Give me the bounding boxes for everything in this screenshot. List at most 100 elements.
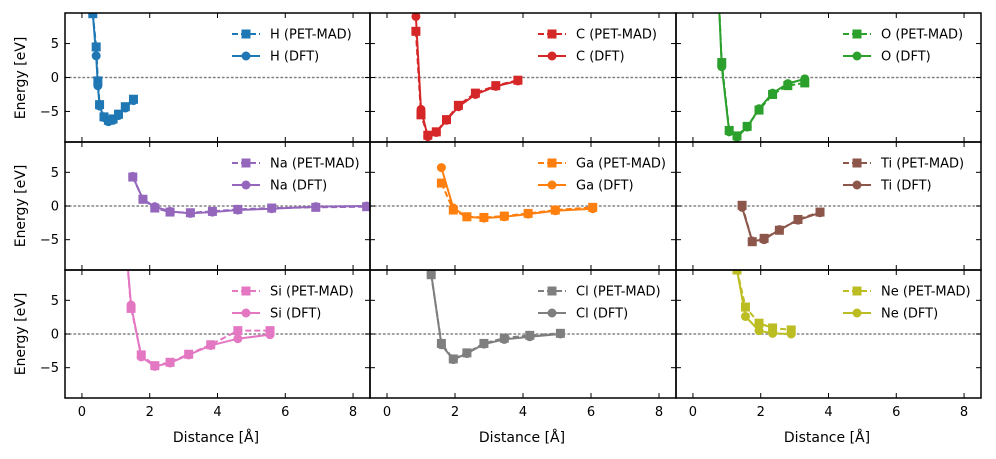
dft-series-si	[126, 270, 275, 371]
legend-ti: Ti (PET-MAD) Ti (DFT)	[843, 157, 964, 194]
legend-na: Na (PET-MAD) Na (DFT)	[232, 157, 360, 194]
legend-cl: Cl (PET-MAD) Cl (DFT)	[538, 285, 661, 322]
data-point-circle	[768, 88, 778, 98]
x-tick-label: 0	[689, 405, 697, 420]
dft-series-c	[411, 13, 523, 142]
pet-mad-series-cl	[426, 270, 565, 364]
legend-label: Ga (DFT)	[576, 179, 634, 194]
data-point-circle	[786, 329, 796, 339]
data-point-circle	[411, 13, 421, 21]
series-line	[440, 167, 593, 220]
data-point-circle	[362, 201, 370, 211]
series-line	[131, 175, 367, 215]
data-point-circle	[774, 225, 784, 235]
legend-label: Ti (DFT)	[880, 179, 932, 194]
data-point-circle	[150, 202, 160, 212]
data-point-circle	[732, 132, 742, 142]
dft-series-ga	[436, 163, 598, 223]
x-tick-label: 4	[213, 405, 221, 420]
y-tick-label: −5	[40, 105, 59, 120]
y-tick-label: 0	[51, 328, 59, 343]
data-point-square	[436, 178, 446, 188]
plot-area-ti	[737, 200, 825, 247]
plot-area-ne	[732, 270, 796, 339]
plot-area-na	[128, 171, 370, 218]
legend-label: H (DFT)	[270, 50, 319, 65]
series-line	[127, 270, 271, 368]
legend-h: H (PET-MAD) H (DFT)	[232, 28, 352, 65]
x-axis-labels: Distance [Å] Distance [Å] Distance [Å]	[173, 429, 870, 446]
data-point-circle	[732, 270, 742, 275]
x-tick-label: 4	[824, 405, 832, 420]
y-tick-label: −5	[40, 361, 59, 376]
legend-marker-circle	[547, 51, 557, 61]
x-tick-label: 6	[892, 405, 900, 420]
series-line	[741, 205, 821, 243]
legend-marker-circle	[852, 180, 862, 190]
y-tick-label: 5	[51, 166, 59, 181]
subplot-c: C (PET-MAD)C (DFT)	[369, 13, 677, 142]
y-tick-label: 5	[51, 37, 59, 52]
data-point-circle	[93, 81, 103, 91]
plot-area-cl	[426, 270, 565, 365]
data-point-circle	[717, 62, 727, 72]
legend-label: H (PET-MAD)	[270, 28, 352, 43]
legend-label: Ti (PET-MAD)	[880, 157, 964, 172]
legend-label: Ne (DFT)	[881, 307, 938, 322]
legend-marker-circle	[547, 180, 557, 190]
legend-marker-square	[852, 286, 862, 296]
plot-area-h	[88, 13, 138, 127]
x-tick-label: 4	[519, 405, 527, 420]
y-tick-label: −5	[40, 233, 59, 248]
data-point-circle	[136, 352, 146, 362]
plot-area-c	[411, 13, 523, 142]
data-point-circle	[138, 194, 148, 204]
legend-label: Na (PET-MAD)	[270, 157, 360, 172]
x-tick-label: 2	[146, 405, 154, 420]
subplot-frames	[64, 12, 982, 399]
legend-label: Ne (PET-MAD)	[881, 285, 971, 300]
data-point-circle	[311, 202, 321, 212]
legend-label: O (PET-MAD)	[881, 28, 963, 43]
data-point-circle	[448, 203, 458, 213]
y-axis-label-row1: Energy [eV]	[13, 37, 29, 120]
data-point-circle	[448, 355, 458, 365]
data-point-circle	[754, 326, 764, 336]
legend-label: Ga (PET-MAD)	[576, 157, 666, 172]
data-point-circle	[233, 334, 243, 344]
series-line	[414, 16, 519, 138]
legend-marker-square	[241, 158, 251, 168]
data-point-circle	[462, 212, 472, 222]
legend-label: Na (DFT)	[270, 179, 327, 194]
x-tick-label: 0	[383, 405, 391, 420]
data-point-circle	[206, 340, 216, 350]
legend-label: C (DFT)	[576, 50, 625, 65]
data-point-square	[768, 323, 778, 333]
data-point-circle	[724, 127, 734, 137]
data-point-circle	[747, 236, 757, 246]
data-point-circle	[426, 270, 436, 278]
legend-marker-circle	[547, 308, 557, 318]
legend-label: Cl (PET-MAD)	[576, 285, 661, 300]
data-point-circle	[185, 208, 195, 218]
data-point-circle	[479, 213, 489, 223]
data-point-circle	[114, 111, 124, 121]
legend-marker-circle	[852, 51, 862, 61]
legend-marker-square	[852, 29, 862, 39]
legend-label: Cl (DFT)	[576, 307, 628, 322]
data-point-circle	[742, 122, 752, 132]
legend-marker-square	[852, 158, 862, 168]
data-point-circle	[416, 104, 426, 114]
x-tick-label: 2	[451, 405, 459, 420]
data-point-square	[233, 326, 243, 336]
subplot-ti: Ti (PET-MAD) Ti (DFT)	[675, 142, 982, 270]
data-point-circle	[793, 215, 803, 225]
x-tick-label: 0	[78, 405, 86, 420]
data-point-square	[416, 110, 426, 120]
data-point-circle	[431, 127, 441, 137]
legend-marker-square	[547, 158, 557, 168]
data-point-circle	[754, 104, 764, 114]
data-point-circle	[165, 206, 175, 216]
legend-o: O (PET-MAD)O (DFT)	[843, 28, 963, 65]
